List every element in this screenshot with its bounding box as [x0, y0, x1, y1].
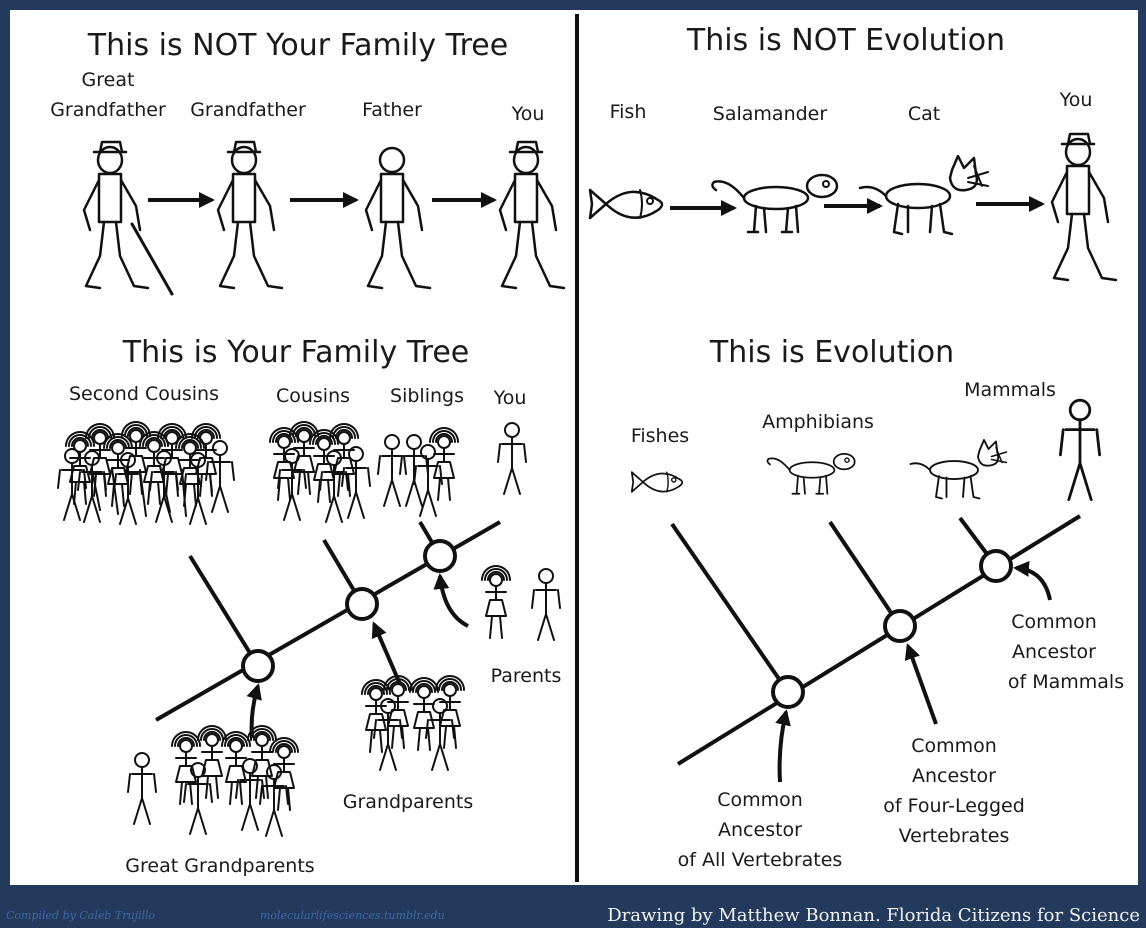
family-tree-title: This is Your Family Tree	[122, 335, 470, 370]
label-you-bottom-left: You	[493, 387, 527, 409]
footer-credits: Compiled by Caleb Trujillo molecularlife…	[6, 905, 1140, 926]
label-grandfather: Grandfather	[190, 99, 306, 121]
pointer-arrow	[371, 621, 402, 685]
label-great-grandparents: Great Grandparents	[125, 855, 314, 877]
not-family-tree-title: This is NOT Your Family Tree	[87, 28, 508, 63]
label-great: Great	[82, 69, 135, 91]
label-cat: Cat	[908, 103, 940, 125]
not-family-tree-section: This is NOT Your Family Tree Great Grand…	[50, 28, 566, 296]
left-panel	[10, 10, 572, 885]
grandparents-node	[345, 587, 379, 621]
svg-text:of Mammals: of Mammals	[1008, 671, 1124, 693]
second-cousins-group	[57, 421, 235, 525]
source-url-credit: molecularlifesciences.tumblr.edu	[260, 909, 445, 922]
evolution-tree-trunk	[676, 514, 1082, 766]
ancestor-four-legged-label: Common Ancestor of Four-Legged Vertebrat…	[883, 735, 1025, 847]
evolution-section: This is Evolution Fishes Amphibians Mamm…	[631, 335, 1124, 871]
svg-text:of All Vertebrates: of All Vertebrates	[678, 849, 843, 871]
pointer-arrow	[775, 709, 791, 783]
not-evolution-section: This is NOT Evolution Fish Salamander Ca…	[588, 23, 1118, 282]
label-siblings: Siblings	[390, 385, 464, 407]
label-second-cousins: Second Cousins	[69, 383, 219, 405]
pointer-arrow	[433, 573, 469, 628]
svg-text:Ancestor: Ancestor	[1012, 641, 1096, 663]
ancestor-mammals-node	[979, 549, 1013, 583]
label-fish: Fish	[610, 101, 647, 123]
family-tree-section: This is Your Family Tree Second Cousins …	[57, 335, 562, 877]
label-mammals: Mammals	[964, 379, 1056, 401]
label-parents: Parents	[491, 665, 562, 687]
parents-node	[423, 539, 457, 573]
label-salamander: Salamander	[713, 103, 828, 125]
label-grandparents: Grandparents	[343, 791, 473, 813]
ancestor-mammals-label: Common Ancestor of Mammals	[1008, 611, 1124, 693]
label-cousins: Cousins	[276, 385, 350, 407]
svg-text:Common: Common	[717, 789, 803, 811]
label-great-grandfather: Grandfather	[50, 99, 166, 121]
label-amphibians: Amphibians	[762, 411, 874, 433]
evolution-tree-branch	[670, 522, 790, 694]
right-panel	[582, 10, 1138, 885]
pointer-arrow	[904, 643, 938, 725]
compiled-by-credit: Compiled by Caleb Trujillo	[6, 909, 156, 922]
great-grandfather-figure	[82, 140, 174, 296]
svg-text:Common: Common	[911, 735, 997, 757]
pointer-arrow	[1013, 560, 1052, 601]
svg-text:Common: Common	[1011, 611, 1097, 633]
family-tree-branch	[188, 554, 260, 668]
not-evolution-title: This is NOT Evolution	[686, 23, 1005, 58]
evolution-tree-branch	[828, 520, 902, 628]
label-you-top-left: You	[511, 103, 545, 125]
svg-text:of Four-Legged: of Four-Legged	[883, 795, 1025, 817]
great-grandparents-node	[241, 649, 275, 683]
ancestor-four-legged-node	[883, 609, 917, 643]
svg-text:Ancestor: Ancestor	[718, 819, 802, 841]
pointer-arrow	[246, 683, 262, 739]
label-father: Father	[362, 99, 422, 121]
evolution-title: This is Evolution	[709, 335, 954, 370]
label-fishes: Fishes	[631, 425, 689, 447]
svg-text:Ancestor: Ancestor	[912, 765, 996, 787]
drawing-credit: Drawing by Matthew Bonnan. Florida Citiz…	[607, 905, 1140, 926]
ancestor-all-vertebrates-label: Common Ancestor of All Vertebrates	[678, 789, 843, 871]
ancestor-all-vertebrates-node	[771, 675, 805, 709]
label-you-top-right: You	[1059, 89, 1093, 111]
svg-text:Vertebrates: Vertebrates	[899, 825, 1010, 847]
